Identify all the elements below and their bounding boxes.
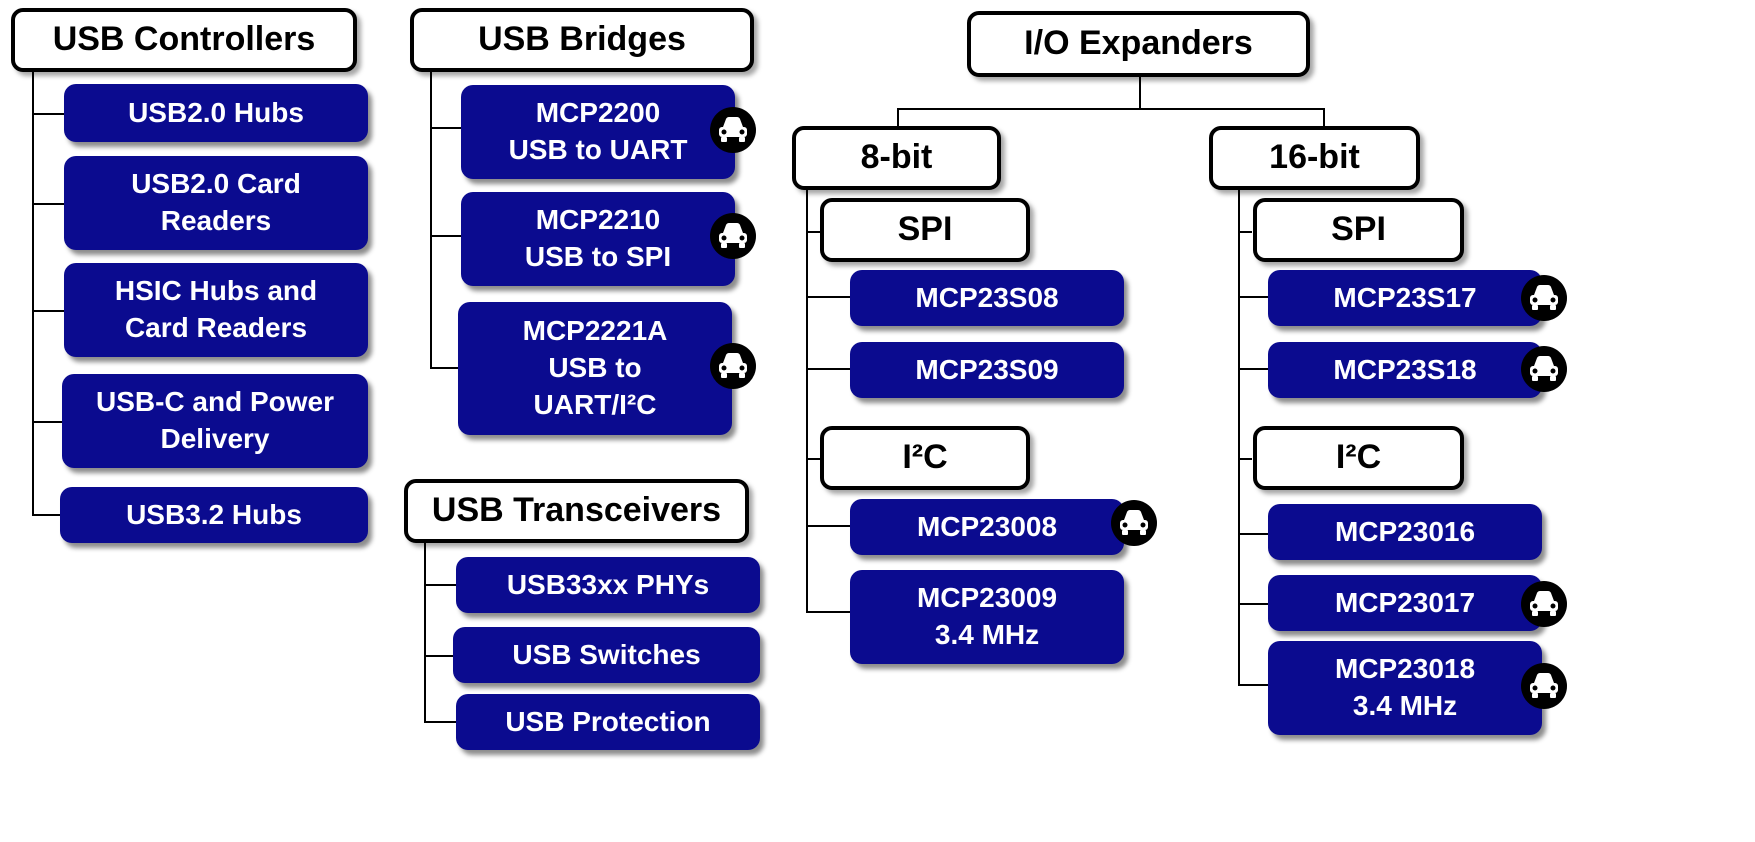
item-label: MCP23S18	[1333, 353, 1477, 385]
item-label: USB Switches	[512, 638, 701, 670]
connector-line	[424, 584, 456, 586]
car-icon	[1521, 663, 1567, 709]
item-label: MCP2210 USB to SPI	[524, 204, 672, 272]
connector-line	[806, 368, 852, 370]
16-bit-i2c-item: MCP23016	[1268, 504, 1542, 560]
item-label: MCP23017	[1334, 586, 1476, 618]
16-bit-spi-item: MCP23S17	[1268, 270, 1542, 326]
car-icon	[1111, 500, 1157, 546]
item-label: MCP2221A USB to UART/I²C	[522, 315, 668, 420]
item-label: MCP23S08	[915, 281, 1059, 313]
item-label: MCP2200 USB to UART	[508, 97, 688, 165]
usb-controllers-item: USB2.0 Card Readers	[64, 156, 368, 250]
item-label: USB Protection	[505, 705, 711, 737]
item-label: MCP23S17	[1333, 281, 1477, 313]
8-bit-i2c-header: I²C	[820, 426, 1030, 490]
connector-line	[806, 190, 808, 613]
connector-line	[897, 108, 899, 126]
usb-bridges-item: MCP2200 USB to UART	[461, 85, 735, 179]
car-icon	[1521, 346, 1567, 392]
connector-line	[430, 72, 432, 369]
item-label: MCP23009 3.4 MHz	[916, 582, 1058, 650]
connector-line	[806, 458, 822, 460]
8-bit-spi-header: SPI	[820, 198, 1030, 262]
16-bit-i2c-item: MCP23017	[1268, 575, 1542, 631]
usb-bridges-item: MCP2221A USB to UART/I²C	[458, 302, 732, 435]
usb-controllers-header: USB Controllers	[11, 8, 357, 72]
usb-controllers-item: HSIC Hubs and Card Readers	[64, 263, 368, 357]
usb-controllers-item: USB-C and Power Delivery	[62, 374, 368, 468]
connector-line	[32, 310, 66, 312]
usb-controllers-item: USB3.2 Hubs	[60, 487, 368, 543]
usb-controllers-item: USB2.0 Hubs	[64, 84, 368, 142]
connector-line	[806, 231, 822, 233]
connector-line	[1238, 603, 1268, 605]
item-label: USB2.0 Card Readers	[131, 168, 301, 236]
connector-line	[32, 421, 64, 423]
16-bit-i2c-item: MCP23018 3.4 MHz	[1268, 641, 1542, 735]
item-label: MCP23S09	[915, 353, 1059, 385]
connector-line	[806, 296, 852, 298]
connector-line	[806, 525, 852, 527]
connector-line	[1238, 533, 1268, 535]
connector-line	[1139, 77, 1141, 110]
io-expanders-header: I/O Expanders	[967, 11, 1310, 77]
item-label: MCP23018 3.4 MHz	[1334, 653, 1476, 721]
usb-bridges-item: MCP2210 USB to SPI	[461, 192, 735, 286]
car-icon	[1521, 581, 1567, 627]
item-label: USB2.0 Hubs	[128, 96, 304, 128]
item-label: HSIC Hubs and Card Readers	[114, 275, 318, 343]
8-bit-spi-item: MCP23S08	[850, 270, 1124, 326]
16-bit-spi-item: MCP23S18	[1268, 342, 1542, 398]
connector-line	[1323, 108, 1325, 126]
usb-transceivers-item: USB33xx PHYs	[456, 557, 760, 613]
8-bit-i2c-item: MCP23009 3.4 MHz	[850, 570, 1124, 664]
connector-line	[430, 235, 462, 237]
usb-transceivers-item: USB Switches	[453, 627, 760, 683]
16-bit-i2c-header: I²C	[1253, 426, 1464, 490]
item-label: USB3.2 Hubs	[126, 498, 302, 530]
connector-line	[1238, 190, 1240, 686]
connector-line	[897, 108, 1325, 110]
car-icon	[1521, 275, 1567, 321]
usb-transceivers-item: USB Protection	[456, 694, 760, 750]
connector-line	[424, 543, 426, 723]
connector-line	[32, 72, 34, 516]
8-bit-header: 8-bit	[792, 126, 1001, 190]
connector-line	[1238, 368, 1268, 370]
usb-transceivers-header: USB Transceivers	[404, 479, 749, 543]
connector-line	[806, 611, 852, 613]
connector-line	[430, 127, 462, 129]
connector-line	[424, 721, 456, 723]
car-icon	[710, 107, 756, 153]
item-label: USB-C and Power Delivery	[95, 386, 335, 454]
16-bit-spi-header: SPI	[1253, 198, 1464, 262]
car-icon	[710, 213, 756, 259]
connector-line	[1238, 684, 1268, 686]
connector-line	[1238, 296, 1268, 298]
item-label: USB33xx PHYs	[506, 568, 710, 600]
16-bit-header: 16-bit	[1209, 126, 1420, 190]
connector-line	[430, 367, 460, 369]
connector-line	[32, 514, 62, 516]
car-icon	[710, 343, 756, 389]
8-bit-spi-item: MCP23S09	[850, 342, 1124, 398]
usb-bridges-header: USB Bridges	[410, 8, 754, 72]
connector-line	[1238, 458, 1252, 460]
item-label: MCP23016	[1334, 515, 1476, 547]
8-bit-i2c-item: MCP23008	[850, 499, 1124, 555]
connector-line	[424, 655, 454, 657]
connector-line	[1238, 231, 1252, 233]
connector-line	[32, 203, 66, 205]
connector-line	[32, 113, 66, 115]
item-label: MCP23008	[916, 510, 1058, 542]
